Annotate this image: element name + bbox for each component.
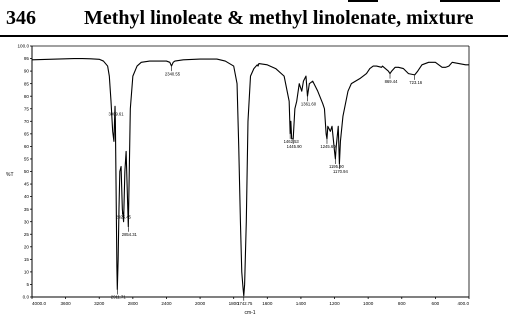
x-tick-label: 4000.0 — [32, 301, 46, 306]
y-tick-label: 95 — [24, 56, 30, 61]
x-tick-label: 2000 — [195, 301, 206, 306]
title-rule — [0, 35, 508, 37]
y-tick-label: 35 — [24, 207, 30, 212]
y-tick-label: 15 — [24, 257, 30, 262]
y-tick-label: 0.0 — [23, 295, 30, 300]
x-tick-label: 1400 — [296, 301, 307, 306]
y-axis-label: %T — [6, 172, 14, 178]
y-tick-label: 70 — [24, 119, 30, 124]
spectrum-line — [31, 58, 469, 297]
y-tick-label: 60 — [24, 144, 30, 149]
peak-label: 2854.31 — [122, 232, 138, 237]
peak-label: 1462.53 — [284, 139, 300, 144]
y-tick-label: 80 — [24, 94, 30, 99]
y-tick-label: 55 — [24, 157, 30, 162]
x-tick-label: 400.0 — [458, 301, 470, 306]
y-tick-label: 40 — [24, 194, 30, 199]
peak-label: 1742.75 — [237, 301, 253, 306]
peak-annotations: 3009.61 2925.45 2854.31 2911.71 2340.55 1742.… — [108, 66, 423, 306]
peak-label: 2911.71 — [111, 295, 126, 300]
x-axis-label: cm-1 — [244, 310, 255, 316]
x-tick-label: 1000 — [363, 301, 374, 306]
page-title: Methyl linoleate & methyl linolenate, mi… — [84, 7, 474, 29]
x-tick-label: 2400 — [161, 301, 172, 306]
peak-label: 1195.90 — [329, 164, 344, 169]
peak-label: 1361.60 — [301, 101, 317, 106]
x-axis-ticks: 4000.0 3600 3200 2800 2400 2000 1800 1600 1400 12… — [31, 297, 470, 306]
y-tick-label: 5 — [26, 282, 29, 287]
y-tick-label: 25 — [24, 232, 30, 237]
x-tick-label: 1200 — [329, 301, 340, 306]
y-tick-label: 10 — [24, 270, 30, 275]
peak-label: 1445.90 — [287, 144, 303, 149]
x-tick-label: 1800 — [229, 301, 240, 306]
peak-label: 723.16 — [409, 80, 422, 85]
y-tick-label: 65 — [24, 131, 30, 136]
x-tick-label: 600 — [432, 301, 440, 306]
y-tick-label: 90 — [24, 69, 30, 74]
y-tick-label: 75 — [24, 106, 30, 111]
x-tick-label: 1600 — [262, 301, 273, 306]
x-tick-label: 3200 — [94, 301, 105, 306]
x-tick-label: 3600 — [60, 301, 71, 306]
peak-label: 1245.60 — [320, 144, 336, 149]
top-edge-mark — [440, 0, 500, 2]
x-tick-label: 800 — [398, 301, 406, 306]
peak-label: 869.44 — [385, 79, 398, 84]
peak-label: 2925.45 — [116, 214, 132, 219]
y-tick-label: 100.0 — [18, 44, 30, 49]
y-tick-label: 30 — [24, 219, 30, 224]
y-tick-label: 85 — [24, 81, 30, 86]
y-axis-ticks: 0.0 5 10 15 20 25 30 35 40 45 50 55 60 65 70 75 80 85 90 95… — [18, 44, 32, 300]
peak-label: 3009.61 — [108, 111, 124, 116]
y-tick-label: 20 — [24, 244, 30, 249]
peak-label: 1170.94 — [333, 169, 348, 174]
y-tick-label: 50 — [24, 169, 30, 174]
top-edge-mark — [348, 0, 378, 2]
peak-label: 2340.55 — [165, 71, 181, 76]
page-number: 346 — [6, 7, 36, 29]
y-tick-label: 45 — [24, 182, 30, 187]
x-tick-label: 2800 — [128, 301, 139, 306]
